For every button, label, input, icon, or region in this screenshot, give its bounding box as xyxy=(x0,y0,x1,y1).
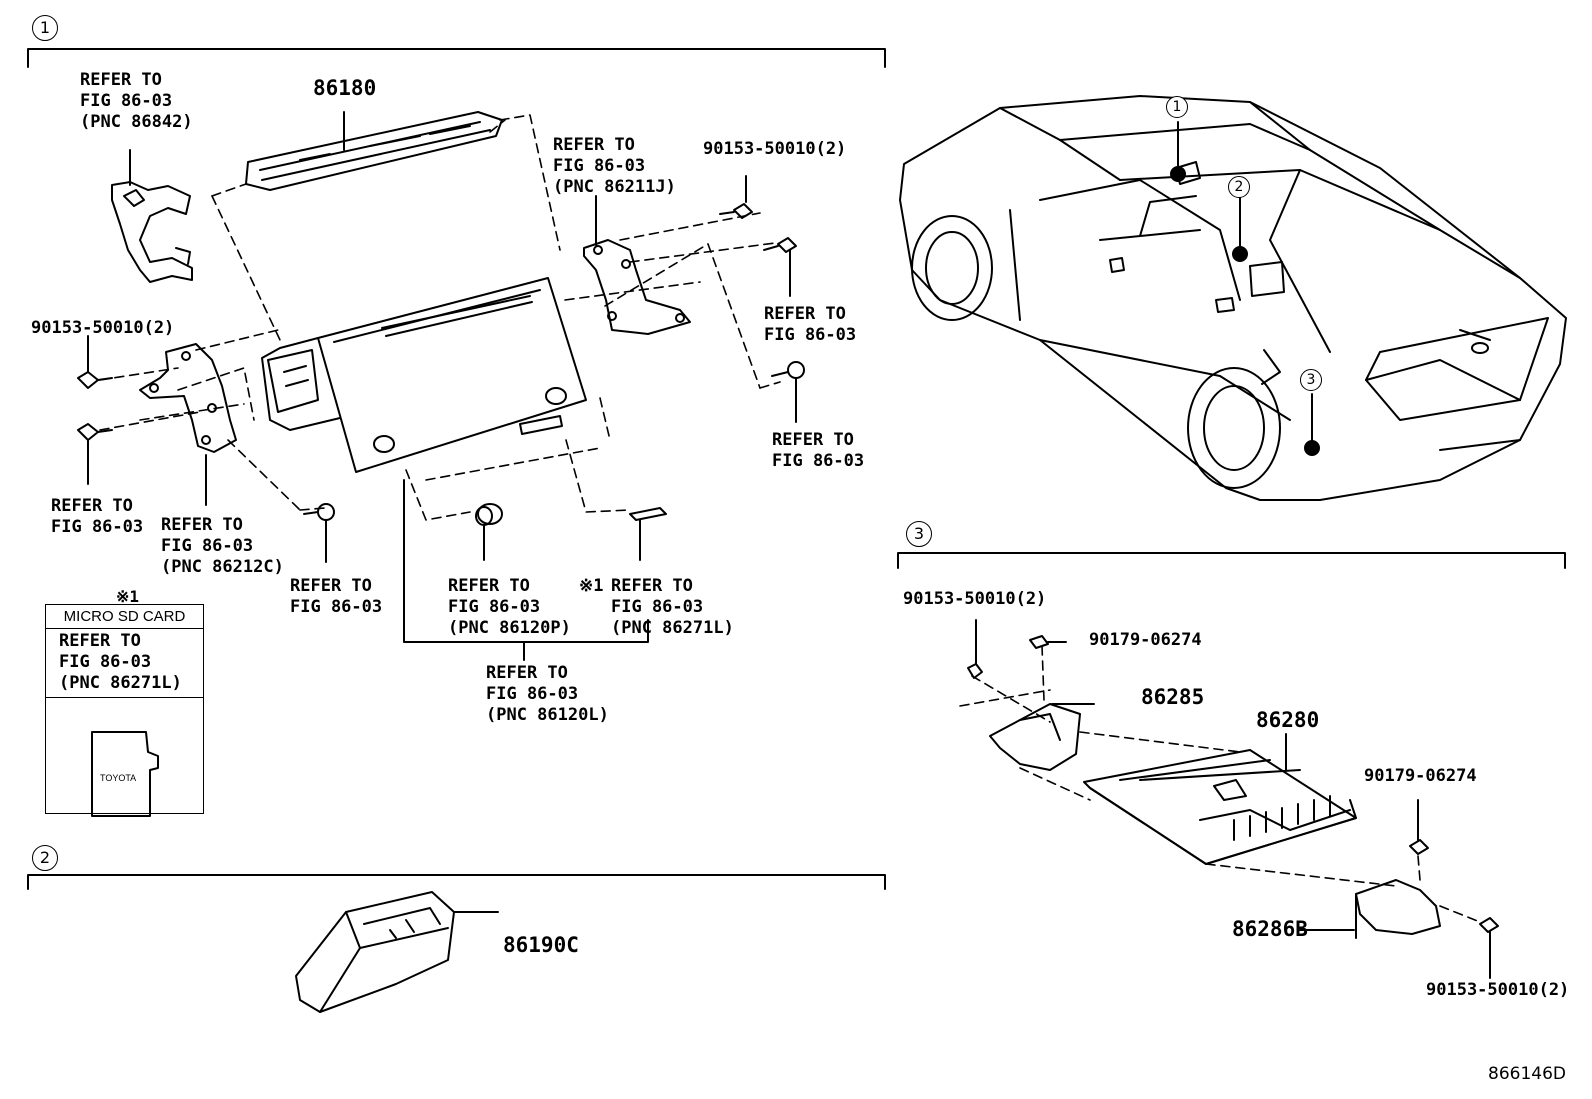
bolt-right-low xyxy=(771,361,805,423)
micro-sd-card-refer: REFER TO FIG 86-03 (PNC 86271L) xyxy=(59,631,182,693)
module-86190c-drawing xyxy=(295,891,499,1013)
sd-note-mark: ※1 xyxy=(116,587,140,606)
car-callout-2: 2 xyxy=(1228,176,1250,198)
bracket-86285-drawing xyxy=(989,703,1095,771)
diagram-id: 866146D xyxy=(1488,1064,1566,1084)
display-86180-drawing xyxy=(245,111,503,191)
section-3-bracket xyxy=(897,552,1566,569)
label-part-86286b: 86286B xyxy=(1232,917,1308,941)
car-callout-dots xyxy=(1170,166,1320,456)
micro-sd-card-title: MICRO SD CARD xyxy=(46,605,203,629)
label-bolt-left: 90153-50010(2) xyxy=(31,318,175,338)
micro-sd-card-box: MICRO SD CARD REFER TO FIG 86-03 (PNC 86… xyxy=(45,604,204,814)
bolt-top-right xyxy=(719,175,753,219)
label-s3-nut-a: 90179-06274 xyxy=(1089,630,1202,650)
cover-86120p-drawing xyxy=(475,503,503,561)
section-1-dashed-lines xyxy=(99,114,781,521)
section-number-3: 3 xyxy=(906,521,932,547)
section-2-bracket xyxy=(27,874,886,890)
micro-sd-graphic xyxy=(91,731,159,817)
car-illustration xyxy=(899,95,1567,501)
section-number-2: 2 xyxy=(32,845,58,871)
head-unit-drawing xyxy=(261,277,587,473)
bolt-right-mid xyxy=(763,237,797,297)
label-refer-fig-right-1: REFER TO FIG 86-03 xyxy=(764,304,857,345)
label-part-86190c: 86190C xyxy=(503,933,579,957)
label-refer-fig-left: REFER TO FIG 86-03 xyxy=(51,496,144,537)
sd-slot-drawing xyxy=(629,507,667,561)
label-note-mark: ※1 xyxy=(579,576,604,596)
label-refer-86212c: REFER TO FIG 86-03 (PNC 86212C) xyxy=(161,515,284,577)
section-1-bracket xyxy=(27,48,886,68)
car-callout-1: 1 xyxy=(1166,96,1188,118)
leader-86120l xyxy=(403,479,649,661)
label-refer-86120p: REFER TO FIG 86-03 (PNC 86120P) xyxy=(448,576,571,638)
label-s3-nut-b: 90179-06274 xyxy=(1364,766,1477,786)
section-3-dashed-lines xyxy=(959,645,1481,923)
micro-sd-divider xyxy=(46,697,203,698)
label-bolt-top-right: 90153-50010(2) xyxy=(703,139,847,159)
label-refer-fig-bottom: REFER TO FIG 86-03 xyxy=(290,576,383,617)
label-s3-bolt-a: 90153-50010(2) xyxy=(903,589,1047,609)
s3-fasteners xyxy=(967,619,1499,979)
bracket-86842-drawing xyxy=(111,149,193,283)
label-refer-fig-right-2: REFER TO FIG 86-03 xyxy=(772,430,865,471)
bracket-86286b-drawing xyxy=(1299,879,1441,939)
label-part-86180: 86180 xyxy=(313,76,377,100)
amplifier-86280-drawing xyxy=(1083,733,1357,865)
section-number-1: 1 xyxy=(32,15,58,41)
car-callout-3: 3 xyxy=(1300,369,1322,391)
bolt-bottom-middle xyxy=(303,503,335,563)
label-refer-86120l: REFER TO FIG 86-03 (PNC 86120L) xyxy=(486,663,609,725)
label-refer-86842: REFER TO FIG 86-03 (PNC 86842) xyxy=(80,70,193,132)
label-part-86280: 86280 xyxy=(1256,708,1320,732)
label-refer-86271l: REFER TO FIG 86-03 (PNC 86271L) xyxy=(611,576,734,638)
label-s3-bolt-b: 90153-50010(2) xyxy=(1426,980,1570,1000)
label-refer-86211j: REFER TO FIG 86-03 (PNC 86211J) xyxy=(553,135,676,197)
bolt-left-lower xyxy=(77,423,113,485)
bracket-86211j-drawing xyxy=(583,195,691,335)
bracket-86212c-drawing xyxy=(139,343,237,506)
toyota-logo: TOYOTA xyxy=(100,773,137,783)
bolt-left-upper xyxy=(77,335,113,389)
label-part-86285: 86285 xyxy=(1141,685,1205,709)
car-callout-leaders xyxy=(1177,121,1313,447)
